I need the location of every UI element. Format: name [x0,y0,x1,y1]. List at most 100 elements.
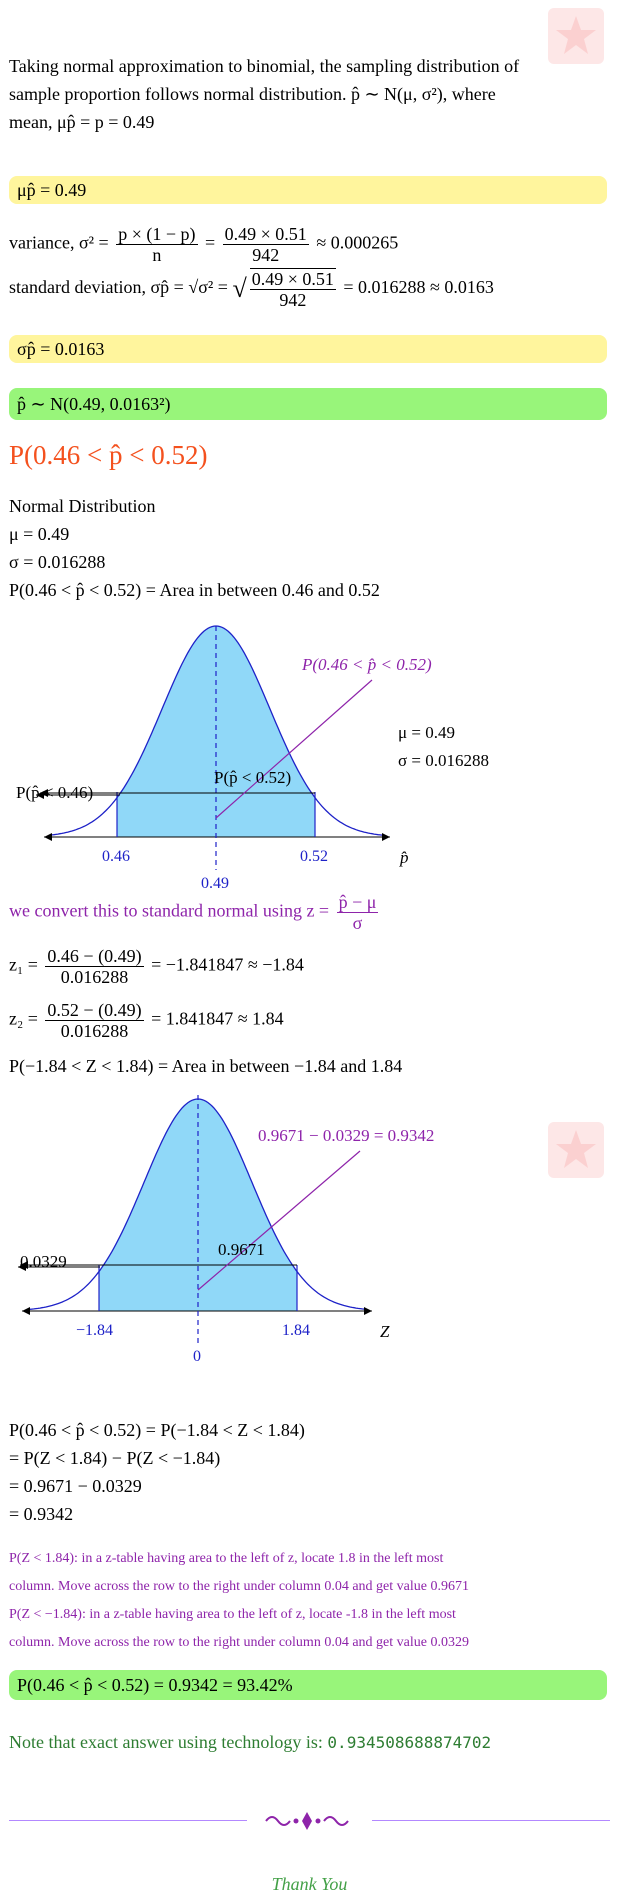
stddev-num: 0.49 × 0.51 [249,269,336,290]
graph1-annotation-pointer [215,679,373,819]
z-area-statement: P(−1.84 < Z < 1.84) = Area in between −1… [9,1056,403,1076]
normal-curve-graph-1: P(0.46 < p̂ < 0.52) μ = 0.49 σ = 0.01628… [16,625,489,892]
stddev-fraction: 0.49 × 0.51 942 [249,268,336,310]
graph1-shaded-area [117,626,315,837]
convert-text: we convert this to standard normal using… [9,900,330,921]
ztable-notes: P(Z < 1.84): in a z-table having area to… [9,1545,609,1657]
calculation-block: P(0.46 < p̂ < 0.52) = P(−1.84 < Z < 1.84… [9,1416,609,1528]
z2-result: = 1.841847 ≈ 1.84 [151,1008,284,1029]
calc-line-3: = 0.9671 − 0.0329 [9,1476,142,1496]
graph2-annotation-pointer [197,1150,361,1291]
convert-den: σ [352,913,363,933]
z2-den: 0.016288 [60,1021,129,1041]
calc-line-4: = 0.9342 [9,1504,74,1524]
note-2b: column. Move across the row to the right… [9,1635,469,1650]
probability-heading: P(0.46 < p̂ < 0.52) [9,440,208,470]
graph1-axis-label: p̂ [399,848,409,867]
graph2-tick-left: −1.84 [76,1322,113,1339]
graph2-left-label: 0.0329 [20,1252,67,1271]
z2-label: z₂ = [9,1008,38,1029]
mean-box: μp̂ = 0.49 [9,176,607,204]
note-1b: column. Move across the row to the right… [9,1579,469,1594]
variance-row: variance, σ² = p × (1 − p) n = 0.49 × 0.… [9,224,398,265]
watermark-star-icon [548,1122,604,1178]
variance-num-2: 0.49 × 0.51 [222,224,309,245]
z2-num: 0.52 − (0.49) [45,1000,144,1021]
normal-curve-graph-2: 0.9671 − 0.0329 = 0.9342 0.0329 0.9671 −… [18,1095,434,1365]
normal-title: Normal Distribution [9,496,156,516]
intro-line-3: mean, μp̂ = p = 0.49 [9,112,155,132]
graph2-right-label: 0.9671 [218,1240,265,1259]
normal-distribution-block: Normal Distribution μ = 0.49 σ = 0.01628… [9,492,609,604]
answer-box-text: P(0.46 < p̂ < 0.52) = 0.9342 = 93.42% [17,1674,293,1695]
z1-row: z₁ = 0.46 − (0.49) 0.016288 = −1.841847 … [9,946,304,987]
graph1-tick-mid: 0.49 [201,875,229,892]
graph2-tick-mid: 0 [193,1348,201,1365]
graph2-annotation: 0.9671 − 0.0329 = 0.9342 [258,1126,434,1145]
calc-line-1: P(0.46 < p̂ < 0.52) = P(−1.84 < Z < 1.84… [9,1420,305,1440]
intro-paragraph: Taking normal approximation to binomial,… [9,52,609,136]
convert-num: p̂ − μ [336,892,379,913]
sd-box: σp̂ = 0.0163 [9,335,607,363]
graph2-right-arrowhead [20,1261,28,1269]
graph2-axis-label: Z [380,1322,390,1341]
normal-sigma: σ = 0.016288 [9,552,106,572]
sd-box-text: σp̂ = 0.0163 [17,338,105,359]
graph2-tick-right: 1.84 [282,1322,310,1339]
stddev-result: = 0.016288 ≈ 0.0163 [343,277,494,298]
watermark-star-icon [548,8,604,64]
separator-line-right [372,1820,610,1821]
variance-num-1: p × (1 − p) [116,224,198,245]
graph1-right-arrowhead [40,789,48,797]
graph1-axis-arrow-right [382,833,390,841]
note-2a: P(Z < −1.84): in a z-table having area t… [9,1607,456,1622]
answer-box: P(0.46 < p̂ < 0.52) = 0.9342 = 93.42% [9,1670,607,1700]
calc-line-2: = P(Z < 1.84) − P(Z < −1.84) [9,1448,221,1468]
variance-label: variance, σ² = [9,232,109,253]
stddev-row: standard deviation, σp̂ = √σ² = √ 0.49 ×… [9,268,494,310]
graph1-sigma: σ = 0.016288 [398,751,489,770]
z1-den: 0.016288 [60,967,129,987]
variance-result: ≈ 0.000265 [316,232,399,253]
variance-fraction-2: 0.49 × 0.51 942 [222,224,309,265]
stddev-label: standard deviation, σp̂ = √σ² = [9,277,228,298]
graph1-tick-right: 0.52 [300,848,328,865]
graph1-right-label: P(p̂ < 0.52) [214,768,291,787]
variance-den-2: 942 [252,245,280,265]
graph1-tick-left: 0.46 [102,848,130,865]
note-1a: P(Z < 1.84): in a z-table having area to… [9,1551,444,1566]
convert-fraction: p̂ − μ σ [336,892,379,933]
z1-num: 0.46 − (0.49) [45,946,144,967]
convert-row: we convert this to standard normal using… [9,892,381,933]
z1-result: = −1.841847 ≈ −1.84 [151,954,304,975]
z1-fraction: 0.46 − (0.49) 0.016288 [45,946,144,987]
distribution-box-text: p̂ ∼ N(0.49, 0.0163²) [17,393,171,414]
variance-fraction-1: p × (1 − p) n [116,224,198,265]
stddev-den: 942 [279,290,307,310]
intro-line-2: sample proportion follows normal distrib… [9,84,496,104]
thank-you: Thank You [271,1874,348,1894]
distribution-box: p̂ ∼ N(0.49, 0.0163²) [9,388,607,420]
graph1-annotation: P(0.46 < p̂ < 0.52) [301,655,432,674]
intro-line-1: Taking normal approximation to binomial,… [9,56,520,76]
graph2-axis-arrow-right [364,1307,372,1315]
exact-answer-note: Note that exact answer using technology … [9,1732,491,1753]
z1-label: z₁ = [9,954,38,975]
graph1-axis-arrow-left [44,833,52,841]
exact-value: 0.934508688874702 [327,1733,492,1752]
separator-line-left [9,1820,247,1821]
ornament-icon [265,1812,349,1830]
graph2-axis-arrow-left [22,1307,30,1315]
normal-area: P(0.46 < p̂ < 0.52) = Area in between 0.… [9,580,380,600]
variance-den-1: n [152,245,162,265]
variance-equals: = [205,232,216,253]
graph1-left-label: P(p̂ < 0.46) [16,783,93,802]
normal-mu: μ = 0.49 [9,524,70,544]
z2-fraction: 0.52 − (0.49) 0.016288 [45,1000,144,1041]
graph1-mu: μ = 0.49 [398,723,455,742]
graph1-curve [49,625,385,836]
mean-box-text: μp̂ = 0.49 [17,179,87,200]
z2-row: z₂ = 0.52 − (0.49) 0.016288 = 1.841847 ≈… [9,1000,284,1041]
exact-text: Note that exact answer using technology … [9,1732,323,1752]
